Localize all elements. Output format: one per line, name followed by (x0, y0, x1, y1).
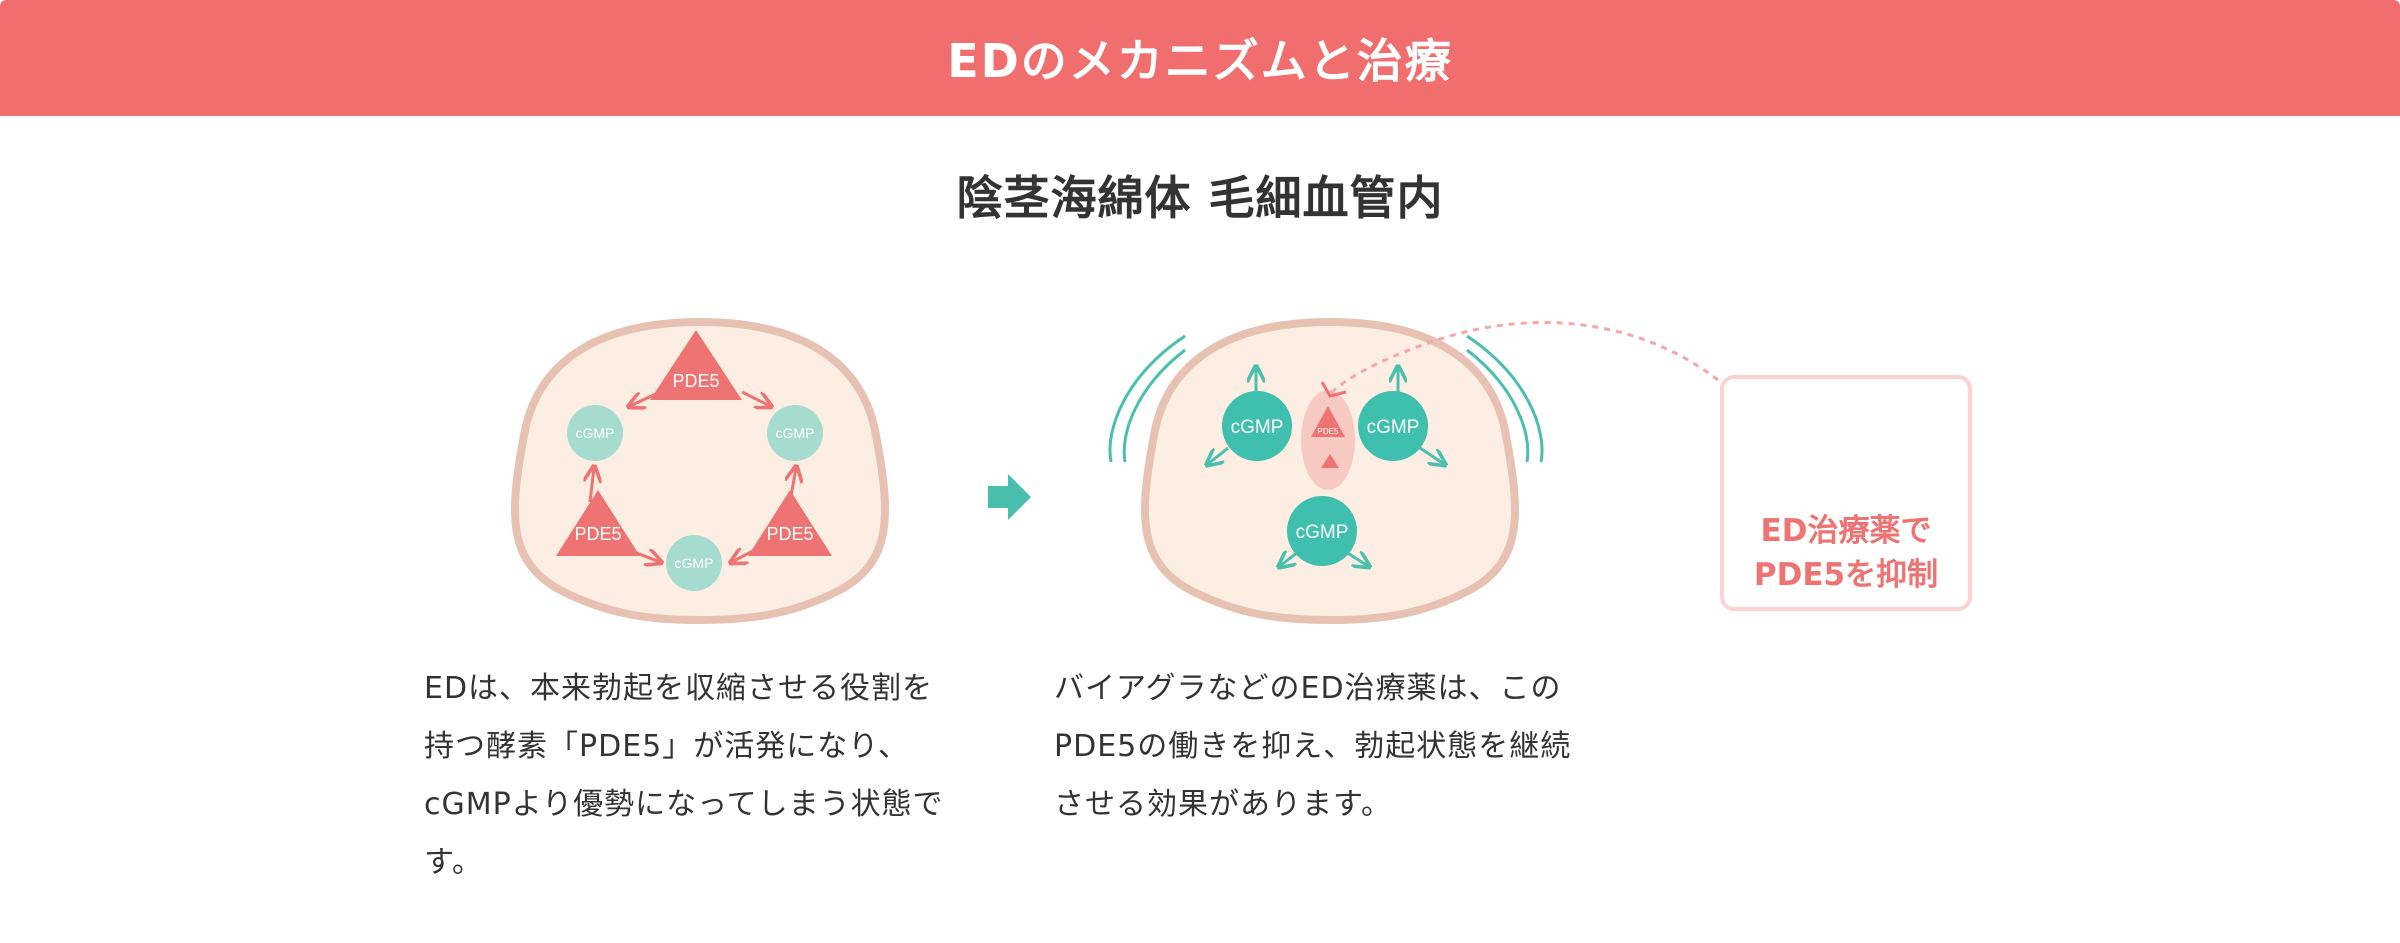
pde5-triangle-right (748, 490, 832, 556)
pde5-suppressed-halo (1301, 390, 1355, 490)
pde5-small-triangle (1321, 454, 1339, 468)
right-arrow-2 (1208, 446, 1229, 464)
treatment-label-line-1: ED治療薬で (1760, 513, 1932, 549)
description-right-line-1: バイアグラなどのED治療薬は、この (1054, 671, 1562, 706)
cgmp-circle-left (567, 405, 623, 461)
cgmp-circle-right (767, 405, 823, 461)
inhibition-arrowhead (1320, 381, 1347, 398)
description-left-line-3: cGMPより優勢になってしまう状態で (424, 787, 944, 822)
pde5-triangle-left (556, 490, 640, 556)
pde5-label-left: PDE5 (574, 524, 621, 544)
header-bar: EDのメカニズムと治療 (0, 0, 2400, 116)
description-right-line-3: させる効果があります。 (1054, 787, 1392, 822)
description-left-line-2: 持つ酵素「PDE5」が活発になり、 (424, 729, 910, 764)
pde5-label-top: PDE5 (672, 371, 719, 391)
cgmp-circle-bottom (666, 535, 722, 591)
cgmp-large-label-left: cGMP (1231, 417, 1284, 438)
treatment-label-text: ED治療薬で PDE5を抑制 (1724, 509, 1968, 597)
header-title: EDのメカニズムと治療 (947, 34, 1453, 88)
right-arrow-5 (1280, 552, 1299, 566)
expansion-arc-left-outer (1108, 334, 1186, 463)
description-left-line-1: EDは、本来勃起を収縮させる役割を (424, 671, 934, 706)
description-right: バイアグラなどのED治療薬は、この PDE5の働きを抑え、勃起状態を継続 させる… (1054, 660, 1571, 834)
right-arrow-4 (1419, 446, 1444, 464)
cgmp-large-left (1222, 391, 1292, 461)
cgmp-large-label-bottom: cGMP (1296, 522, 1349, 543)
expansion-arc-right-outer (1466, 334, 1544, 463)
cgmp-large-label-right: cGMP (1367, 417, 1420, 438)
pde5-label-right: PDE5 (766, 524, 813, 544)
right-arrow-6 (1345, 552, 1368, 566)
pde5-suppressed-triangle (1311, 406, 1345, 437)
description-left-line-4: す。 (424, 845, 483, 880)
cgmp-large-right (1358, 391, 1428, 461)
description-left: EDは、本来勃起を収縮させる役割を 持つ酵素「PDE5」が活発になり、 cGMP… (424, 660, 944, 892)
expansion-arc-left-inner (1122, 348, 1186, 463)
expansion-arc-right-inner (1466, 348, 1530, 463)
cgmp-label-right: cGMP (776, 425, 815, 441)
treatment-label-line-2: PDE5を抑制 (1753, 557, 1939, 593)
pde5-suppressed-label: PDE5 (1318, 427, 1339, 436)
inhibition-dashed-arrow (1328, 321, 1719, 396)
diagram-subtitle: 陰茎海綿体 毛細血管内 (956, 171, 1444, 225)
treatment-label-box: ED治療薬で PDE5を抑制 (1720, 375, 1972, 611)
cgmp-large-bottom (1287, 496, 1357, 566)
pde5-triangle-top (650, 330, 742, 400)
left-vessel: PDE5 PDE5 PDE5 cGMP cGMP cGMP (511, 317, 889, 625)
cgmp-label-bottom: cGMP (675, 555, 714, 571)
cgmp-label-left: cGMP (576, 425, 615, 441)
left-arrow-2 (741, 390, 770, 406)
transition-arrow (988, 474, 1031, 520)
right-vessel: PDE5 cGMP cGMP cGMP (1108, 317, 1719, 625)
description-right-line-2: PDE5の働きを抑え、勃起状態を継続 (1054, 729, 1572, 764)
left-arrow-3 (590, 468, 594, 503)
